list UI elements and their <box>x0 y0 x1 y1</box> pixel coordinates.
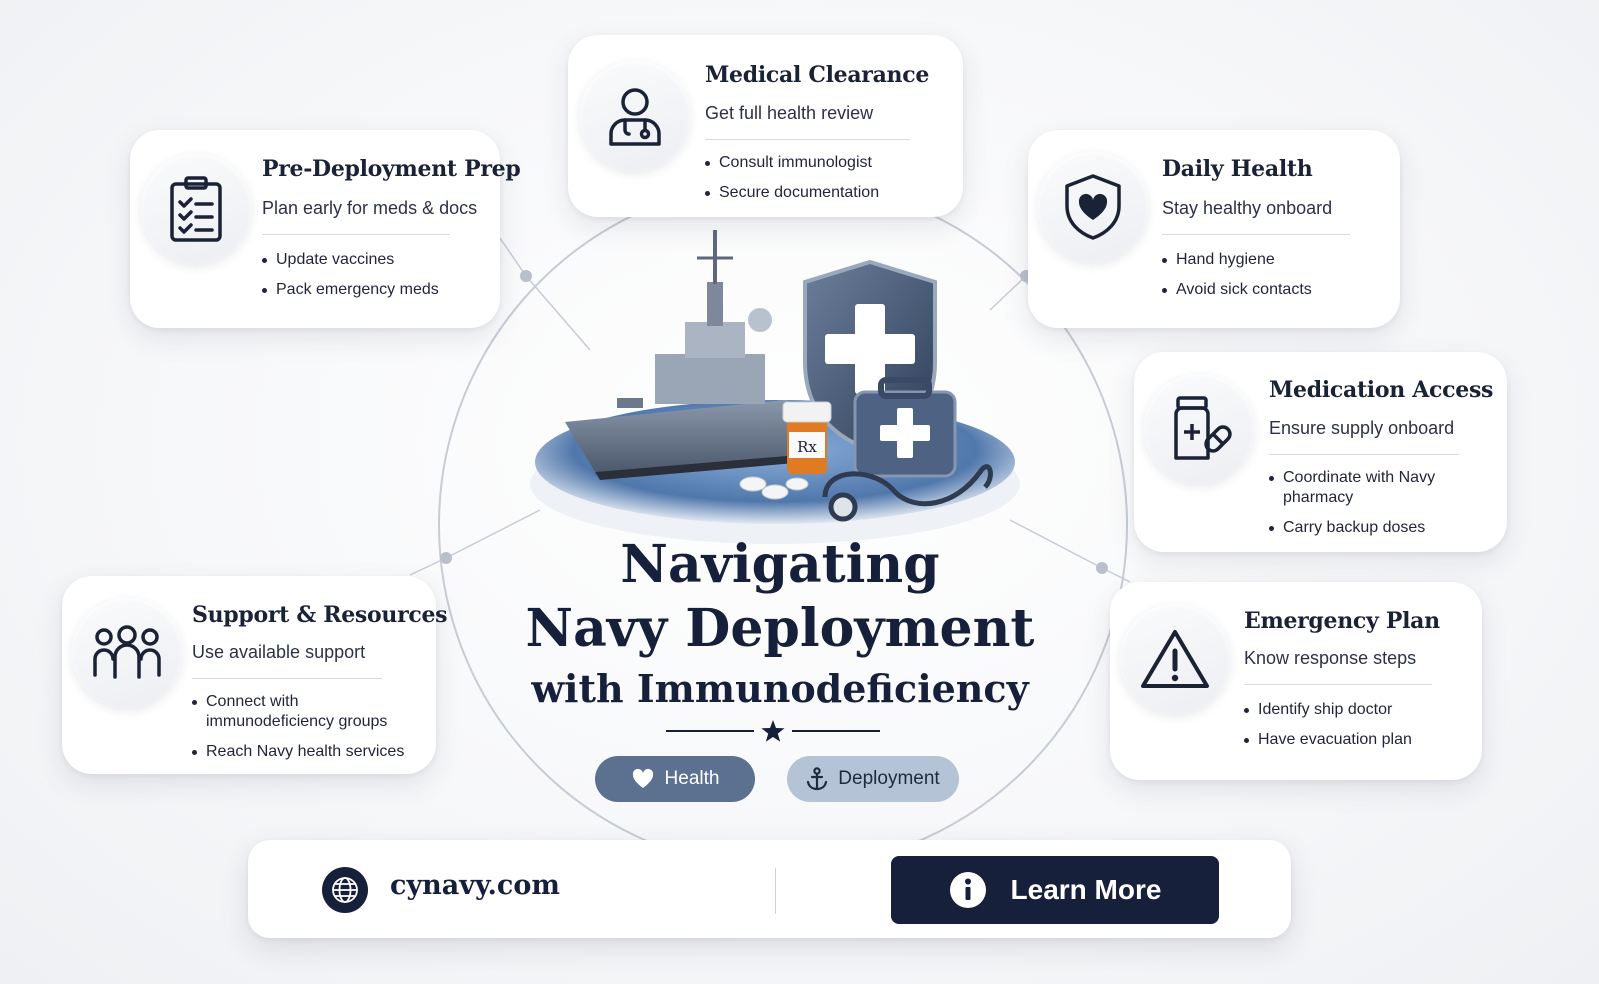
shield-heart-icon-circle <box>1038 152 1148 262</box>
list-item: Have evacuation plan <box>1244 730 1412 750</box>
globe-icon-circle <box>322 867 368 913</box>
card-title: Daily Health <box>1162 156 1313 182</box>
card-divider <box>705 139 910 140</box>
list-item: Consult immunologist <box>705 153 879 173</box>
card-subtitle: Plan early for meds & docs <box>262 198 478 218</box>
card-medication-access: Medication Access Ensure supply onboard … <box>1134 352 1507 552</box>
card-list: Connect with immunodeficiency groups Rea… <box>192 692 412 772</box>
anchor-icon <box>807 767 828 791</box>
card-divider <box>262 234 450 235</box>
card-list: Update vaccines Pack emergency meds <box>262 250 439 310</box>
card-subtitle: Use available support <box>192 642 366 662</box>
card-divider <box>192 678 382 679</box>
warning-icon-circle <box>1120 604 1230 714</box>
tag-health[interactable]: Health <box>595 756 755 802</box>
card-divider <box>1162 234 1350 235</box>
list-item: Hand hygiene <box>1162 250 1312 270</box>
learn-more-label: Learn More <box>1010 874 1162 905</box>
card-list: Consult immunologist Secure documentatio… <box>705 153 879 213</box>
website-link[interactable]: cynavy.com <box>390 870 560 901</box>
pill-bottle-icon: Rx <box>782 401 832 474</box>
ship-icon <box>565 230 825 480</box>
hero-title-line3: with Immunodeficiency <box>531 666 1029 711</box>
tag-deployment[interactable]: Deployment <box>787 756 959 802</box>
card-subtitle: Stay healthy onboard <box>1162 198 1333 218</box>
list-item: Update vaccines <box>262 250 439 270</box>
card-title: Emergency Plan <box>1244 608 1440 634</box>
hero-title-line2: Navy Deployment <box>525 598 1035 659</box>
list-item: Coordinate with Navy pharmacy <box>1269 468 1459 508</box>
card-divider <box>1269 454 1459 455</box>
people-icon <box>93 625 161 679</box>
list-item: Secure documentation <box>705 183 879 203</box>
star-icon <box>761 720 785 742</box>
card-list: Identify ship doctor Have evacuation pla… <box>1244 700 1412 760</box>
pills <box>739 476 809 500</box>
card-title: Pre-Deployment Prep <box>262 156 521 182</box>
warning-icon <box>1141 630 1209 688</box>
list-item: Carry backup doses <box>1269 518 1459 538</box>
clipboard-icon <box>170 176 222 242</box>
list-item: Connect with immunodeficiency groups <box>192 692 412 732</box>
tag-label: Health <box>664 768 720 789</box>
card-support-resources: Support & Resources Use available suppor… <box>62 576 448 774</box>
card-list: Hand hygiene Avoid sick contacts <box>1162 250 1312 310</box>
info-icon <box>949 872 986 908</box>
card-pre-deployment: Pre-Deployment Prep Plan early for meds … <box>130 130 521 328</box>
doctor-icon-circle <box>580 61 690 171</box>
globe-icon <box>332 877 358 903</box>
list-item: Avoid sick contacts <box>1162 280 1312 300</box>
card-title: Medication Access <box>1269 377 1494 403</box>
doctor-icon <box>609 88 661 146</box>
card-emergency-plan: Emergency Plan Know response steps Ident… <box>1110 582 1482 780</box>
card-subtitle: Ensure supply onboard <box>1269 418 1455 438</box>
deployment-illustration: Rx <box>530 230 1020 544</box>
list-item: Reach Navy health services <box>192 742 412 762</box>
clipboard-icon-circle <box>141 154 251 264</box>
medical-kit-icon <box>853 377 957 478</box>
tag-label: Deployment <box>838 768 940 789</box>
heart-icon <box>632 768 653 788</box>
list-item: Identify ship doctor <box>1244 700 1412 720</box>
hero-title-line1: Navigating <box>620 534 940 595</box>
star-divider <box>666 720 880 742</box>
card-subtitle: Get full health review <box>705 103 874 123</box>
shield-heart-icon <box>1065 174 1121 240</box>
bottle-label: Rx <box>797 438 817 456</box>
list-item: Pack emergency meds <box>262 280 439 300</box>
footer-divider <box>775 868 776 914</box>
card-subtitle: Know response steps <box>1244 648 1417 668</box>
stethoscope-icon <box>822 464 993 522</box>
learn-more-button[interactable]: Learn More <box>891 856 1219 924</box>
card-daily-health: Daily Health Stay healthy onboard Hand h… <box>1028 130 1400 328</box>
card-divider <box>1244 684 1432 685</box>
medicine-bottle-icon-circle <box>1144 374 1254 484</box>
medicine-bottle-icon <box>1174 396 1232 460</box>
footer-bar: cynavy.com Learn More <box>248 840 1291 938</box>
card-list: Coordinate with Navy pharmacy Carry back… <box>1269 468 1459 548</box>
card-title: Support & Resources <box>192 602 448 628</box>
card-medical-clearance: Medical Clearance Get full health review… <box>568 35 963 217</box>
people-icon-circle <box>72 598 182 708</box>
card-title: Medical Clearance <box>705 62 930 88</box>
